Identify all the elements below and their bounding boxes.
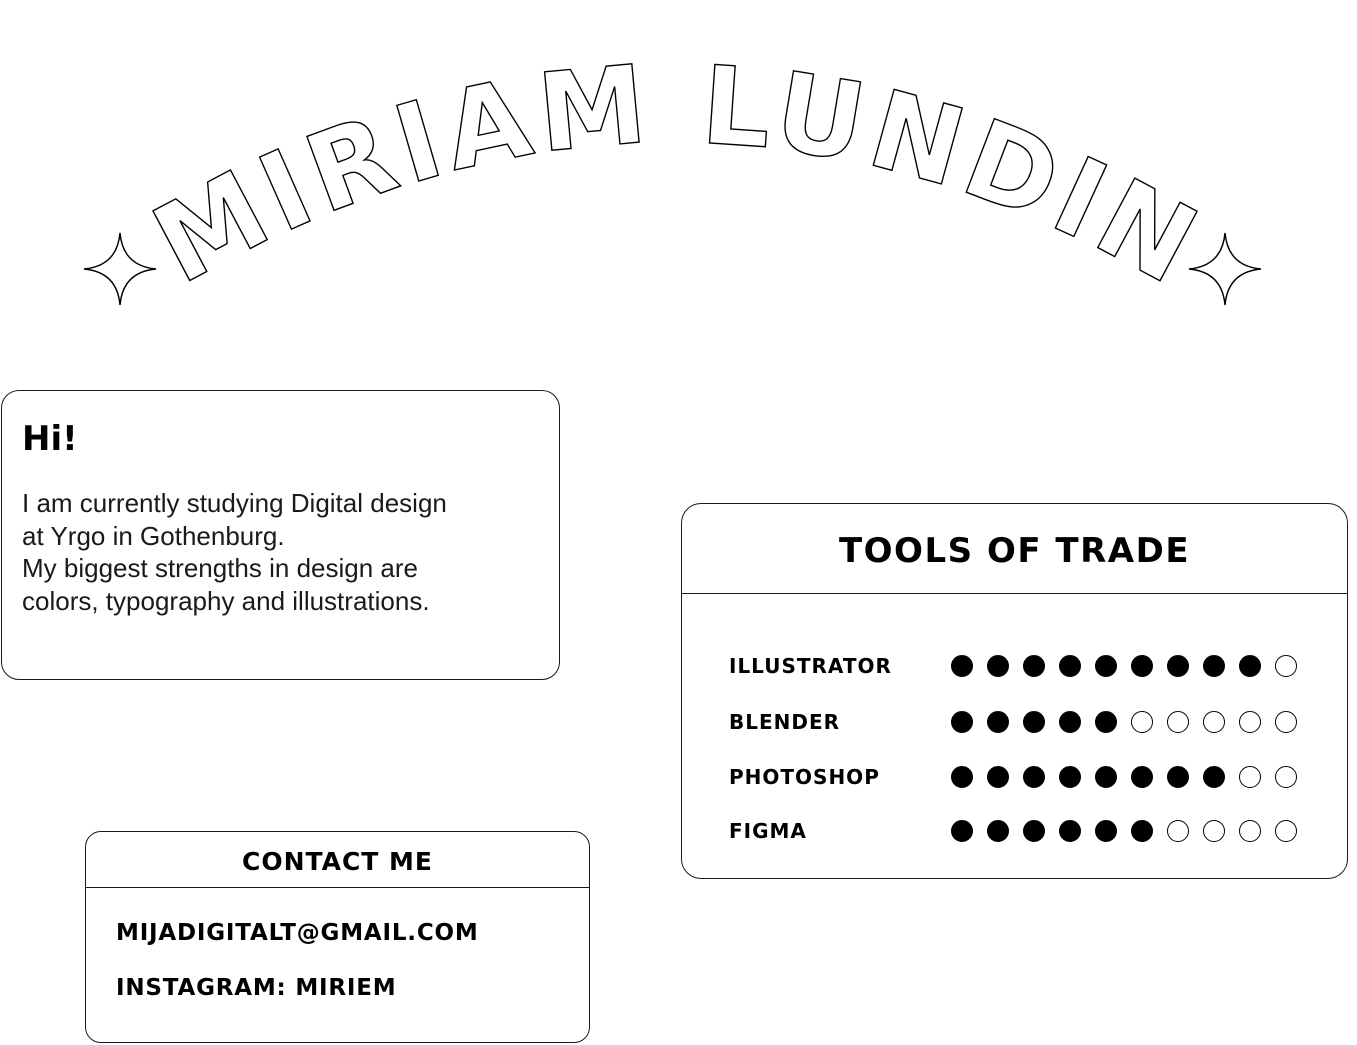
skill-dot-filled [951, 655, 973, 677]
skill-dot-filled [951, 766, 973, 788]
contact-email-link[interactable]: MIJADIGITALT@GMAIL.COM [116, 920, 479, 946]
sparkle-icon [83, 232, 157, 306]
skill-dot-filled [1095, 711, 1117, 733]
skill-dot-empty [1239, 820, 1261, 842]
skill-dot-filled [1167, 766, 1189, 788]
tool-row-photoshop: PHOTOSHOP [729, 765, 1297, 789]
skill-dot-filled [1095, 766, 1117, 788]
tool-row-figma: FIGMA [729, 819, 1297, 843]
sparkle-icon [1188, 232, 1262, 306]
skill-dot-empty [1131, 711, 1153, 733]
skill-dot-filled [1023, 766, 1045, 788]
skill-dot-empty [1167, 711, 1189, 733]
skill-dot-empty [1203, 820, 1225, 842]
skill-dot-filled [1203, 655, 1225, 677]
skill-dot-filled [1023, 820, 1045, 842]
skill-dot-filled [1059, 820, 1081, 842]
contact-instagram-link[interactable]: INSTAGRAM: MIRIEM [116, 975, 397, 1001]
tool-name: BLENDER [729, 710, 841, 734]
intro-card: Hi! I am currently studying Digital desi… [1, 390, 560, 680]
skill-dot-empty [1239, 766, 1261, 788]
skill-dot-filled [1095, 820, 1117, 842]
skill-dot-filled [951, 820, 973, 842]
skill-dots [951, 766, 1297, 788]
intro-line: I am currently studying Digital design [22, 488, 447, 518]
skill-dot-filled [987, 655, 1009, 677]
tool-row-illustrator: ILLUSTRATOR [729, 654, 1297, 678]
name-title: MIRIAM LUNDIN [135, 43, 1216, 309]
skill-dot-filled [1059, 655, 1081, 677]
intro-heading: Hi! [22, 419, 78, 459]
tool-name: PHOTOSHOP [729, 765, 880, 789]
skill-dots [951, 711, 1297, 733]
skill-dot-filled [987, 711, 1009, 733]
skill-dot-empty [1203, 711, 1225, 733]
contact-card: CONTACT ME MIJADIGITALT@GMAIL.COM INSTAG… [85, 831, 590, 1043]
skill-dot-filled [1095, 655, 1117, 677]
skill-dot-filled [1131, 820, 1153, 842]
skill-dot-filled [1023, 711, 1045, 733]
skill-dot-empty [1275, 711, 1297, 733]
skill-dot-empty [1239, 711, 1261, 733]
tools-title: TOOLS OF TRADE [682, 504, 1347, 594]
skill-dot-filled [987, 766, 1009, 788]
skill-dot-filled [1023, 655, 1045, 677]
skill-dots [951, 655, 1297, 677]
skill-dot-filled [1203, 766, 1225, 788]
skill-dot-filled [1059, 766, 1081, 788]
header: MIRIAM LUNDIN [83, 42, 1262, 309]
skill-dot-empty [1275, 766, 1297, 788]
name-title-text: MIRIAM LUNDIN [134, 42, 1216, 309]
skill-dots [951, 820, 1297, 842]
skill-dot-filled [1131, 766, 1153, 788]
intro-body: I am currently studying Digital design a… [22, 487, 539, 617]
tool-name: ILLUSTRATOR [729, 654, 892, 678]
intro-line: colors, typography and illustrations. [22, 585, 430, 616]
skill-dot-filled [1059, 711, 1081, 733]
skill-dot-filled [987, 820, 1009, 842]
intro-line: My biggest strengths in design are [22, 553, 418, 583]
intro-line: at Yrgo in Gothenburg. [22, 520, 285, 551]
skill-dot-empty [1275, 820, 1297, 842]
skill-dot-empty [1275, 655, 1297, 677]
skill-dot-empty [1167, 820, 1189, 842]
tool-row-blender: BLENDER [729, 710, 1297, 734]
skill-dot-filled [1131, 655, 1153, 677]
tool-name: FIGMA [729, 819, 807, 843]
tools-card: TOOLS OF TRADE ILLUSTRATOR BLENDER PHOTO… [681, 503, 1348, 879]
skill-dot-filled [1167, 655, 1189, 677]
contact-title: CONTACT ME [86, 832, 589, 888]
skill-dot-filled [951, 711, 973, 733]
skill-dot-filled [1239, 655, 1261, 677]
